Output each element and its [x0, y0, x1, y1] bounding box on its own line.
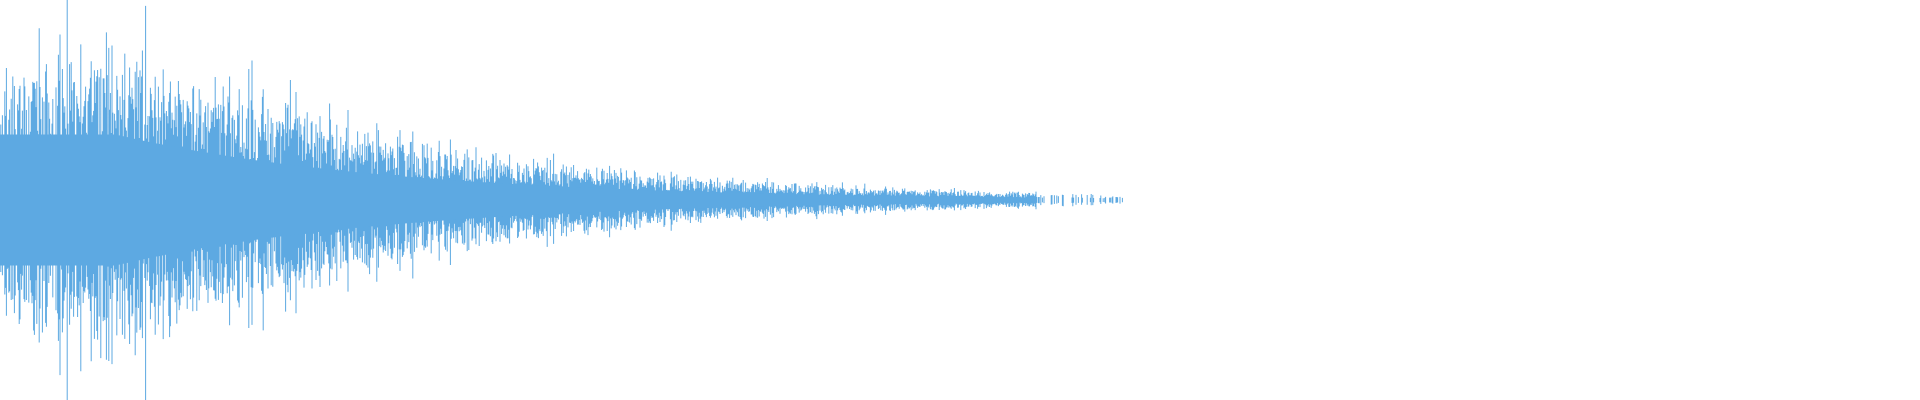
waveform-bars [0, 0, 1123, 400]
waveform-core [0, 134, 1011, 266]
